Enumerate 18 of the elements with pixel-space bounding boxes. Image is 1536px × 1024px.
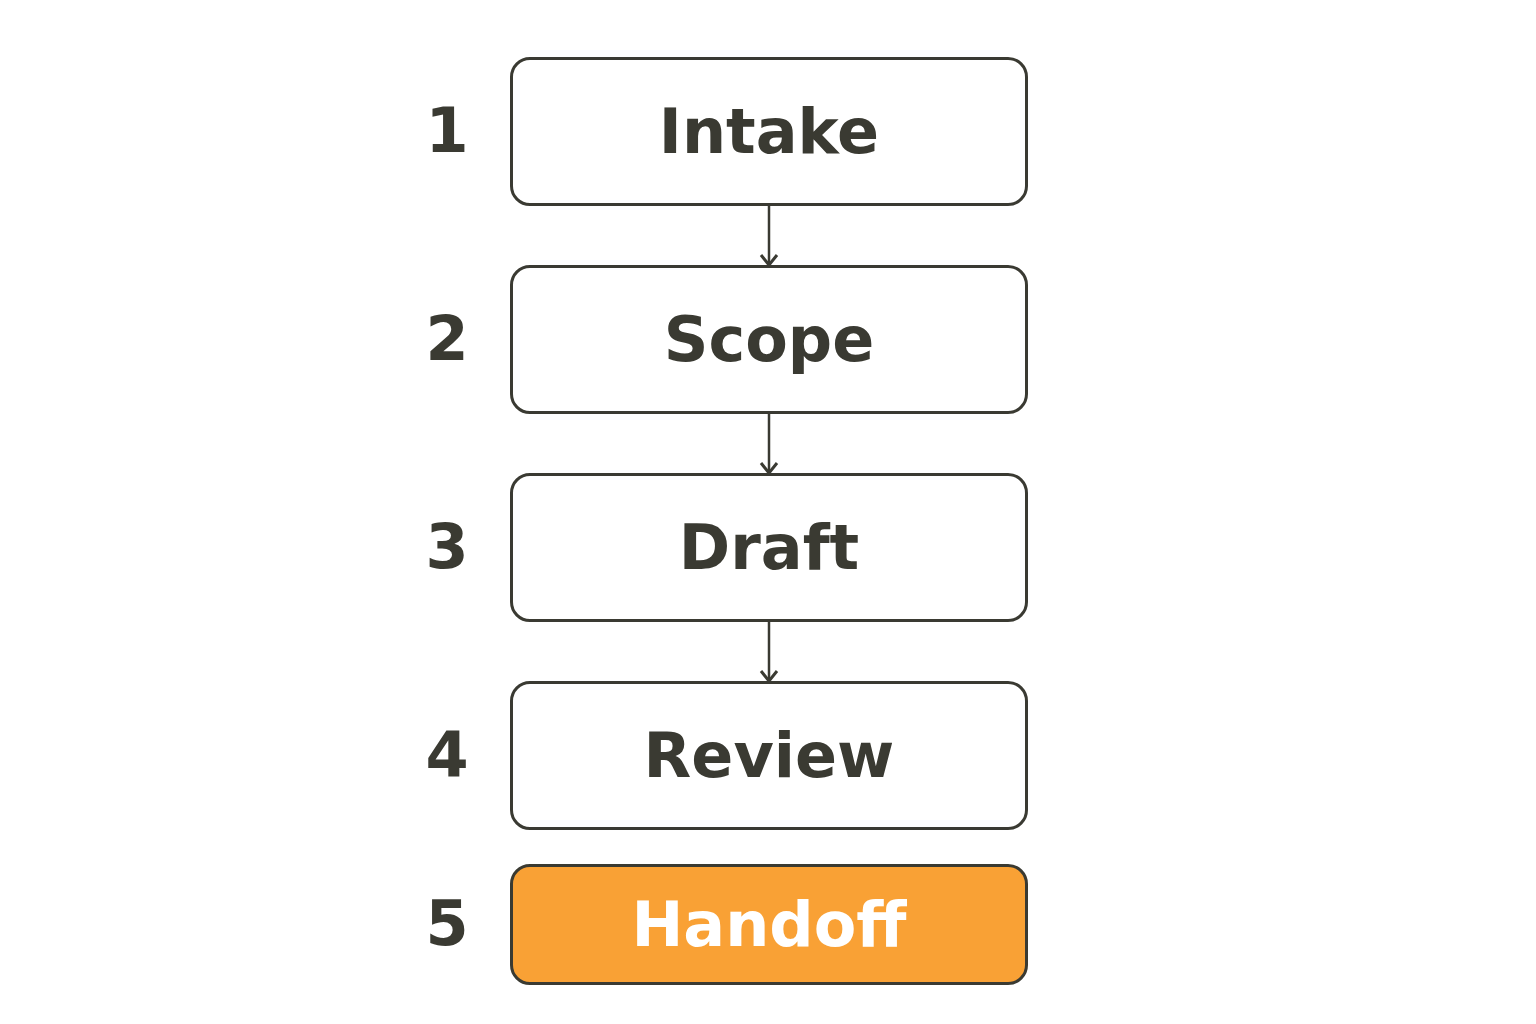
- step-number: 1: [424, 93, 470, 167]
- step-number: 2: [424, 301, 470, 375]
- process-box: [510, 57, 1028, 206]
- process-box: [510, 265, 1028, 414]
- step-label: Handoff: [631, 888, 907, 961]
- arrow: [759, 622, 779, 683]
- process-box: [510, 681, 1028, 830]
- process-box: [510, 864, 1028, 985]
- step-number: 4: [424, 717, 470, 791]
- step-number: 3: [424, 509, 470, 583]
- step-label: Intake: [658, 95, 880, 168]
- step-label: Review: [643, 719, 895, 792]
- process-box: [510, 473, 1028, 622]
- step-label: Draft: [678, 511, 860, 584]
- step-number: 5: [424, 886, 470, 960]
- step-label: Scope: [663, 303, 875, 376]
- arrow: [759, 414, 779, 475]
- arrow: [759, 206, 779, 267]
